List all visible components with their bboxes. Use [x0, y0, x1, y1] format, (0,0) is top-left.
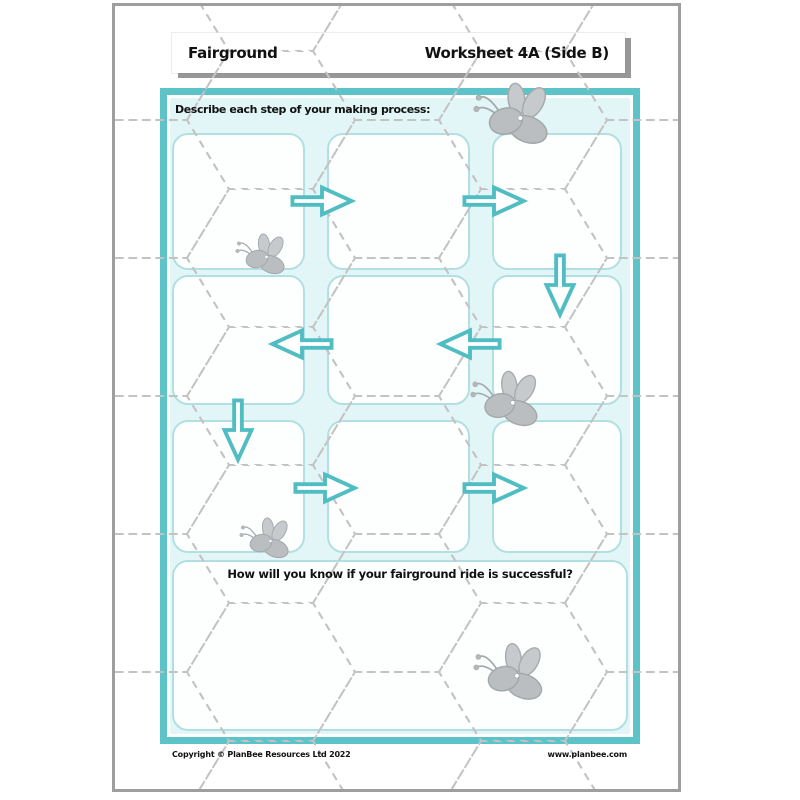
arrow-right-icon — [462, 472, 526, 504]
website-text: www.planbee.com — [547, 750, 628, 759]
arrow-right-icon — [293, 472, 357, 504]
bee-icon — [469, 369, 542, 431]
answer-box: How will you know if your fairground rid… — [172, 560, 628, 731]
arrow-left-icon — [438, 328, 502, 360]
arrow-down-icon — [222, 398, 254, 462]
worksheet-topic-title: Fairground — [188, 44, 278, 62]
worksheet-page: Fairground Worksheet 4A (Side B) Describ… — [112, 3, 681, 792]
instruction-text: Describe each step of your making proces… — [175, 103, 431, 116]
arrow-down-icon — [544, 253, 576, 317]
worksheet-panel: Describe each step of your making proces… — [160, 88, 640, 744]
worksheet-header: Fairground Worksheet 4A (Side B) — [172, 33, 625, 73]
bee-icon — [239, 516, 292, 562]
bee-icon — [472, 642, 546, 705]
arrow-right-icon — [462, 185, 526, 217]
bee-icon — [235, 232, 288, 278]
arrow-right-icon — [290, 185, 354, 217]
question-text: How will you know if your fairground rid… — [227, 567, 573, 581]
copyright-text: Copyright © PlanBee Resources Ltd 2022 — [172, 750, 351, 759]
bee-icon — [472, 81, 552, 150]
arrow-left-icon — [270, 328, 334, 360]
worksheet-number-label: Worksheet 4A (Side B) — [424, 44, 610, 62]
